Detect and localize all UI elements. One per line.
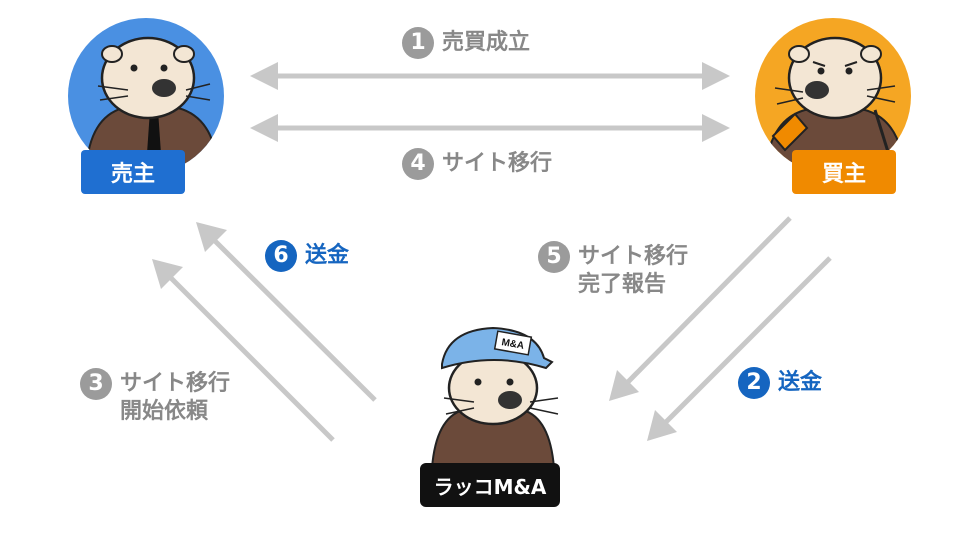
step-number: 6 <box>265 240 297 272</box>
arrow-step-6 <box>196 222 377 402</box>
step-4: 4 サイト移行 <box>402 148 553 180</box>
buyer-avatar <box>755 18 911 174</box>
step-number: 2 <box>738 367 770 399</box>
otter-mascot-icon: M&A <box>430 326 559 468</box>
arrow-step-1 <box>250 62 730 90</box>
step-number: 1 <box>402 27 434 59</box>
step-text-line-1: サイト移行 <box>120 371 231 396</box>
arrow-step-5 <box>609 216 792 401</box>
seller-label: 売主 <box>81 150 185 194</box>
step-5: 5 サイト移行 完了報告 <box>538 241 689 299</box>
step-1: 1 売買成立 <box>402 27 531 59</box>
step-text: 売買成立 <box>442 30 531 55</box>
arrow-step-2 <box>647 256 832 441</box>
step-text-line-1: サイト移行 <box>578 244 689 269</box>
step-6: 6 送金 <box>265 240 350 272</box>
arrow-step-3 <box>152 259 335 442</box>
step-text: 送金 <box>778 370 823 395</box>
rakko-mascot: M&A <box>418 318 568 468</box>
step-number: 4 <box>402 148 434 180</box>
arrow-step-4 <box>250 114 730 142</box>
step-text-line-2: 完了報告 <box>578 272 667 297</box>
step-text: サイト移行 <box>442 151 553 176</box>
cap-label: M&A <box>501 337 525 352</box>
step-text: 送金 <box>305 243 350 268</box>
step-2: 2 送金 <box>738 367 823 399</box>
seller-avatar <box>68 18 224 174</box>
buyer-label: 買主 <box>792 150 896 194</box>
step-number: 5 <box>538 241 570 273</box>
rakko-label: ラッコM&A <box>420 463 560 507</box>
step-text-line-2: 開始依頼 <box>120 399 209 424</box>
step-number: 3 <box>80 368 112 400</box>
step-3: 3 サイト移行 開始依頼 <box>80 368 231 426</box>
